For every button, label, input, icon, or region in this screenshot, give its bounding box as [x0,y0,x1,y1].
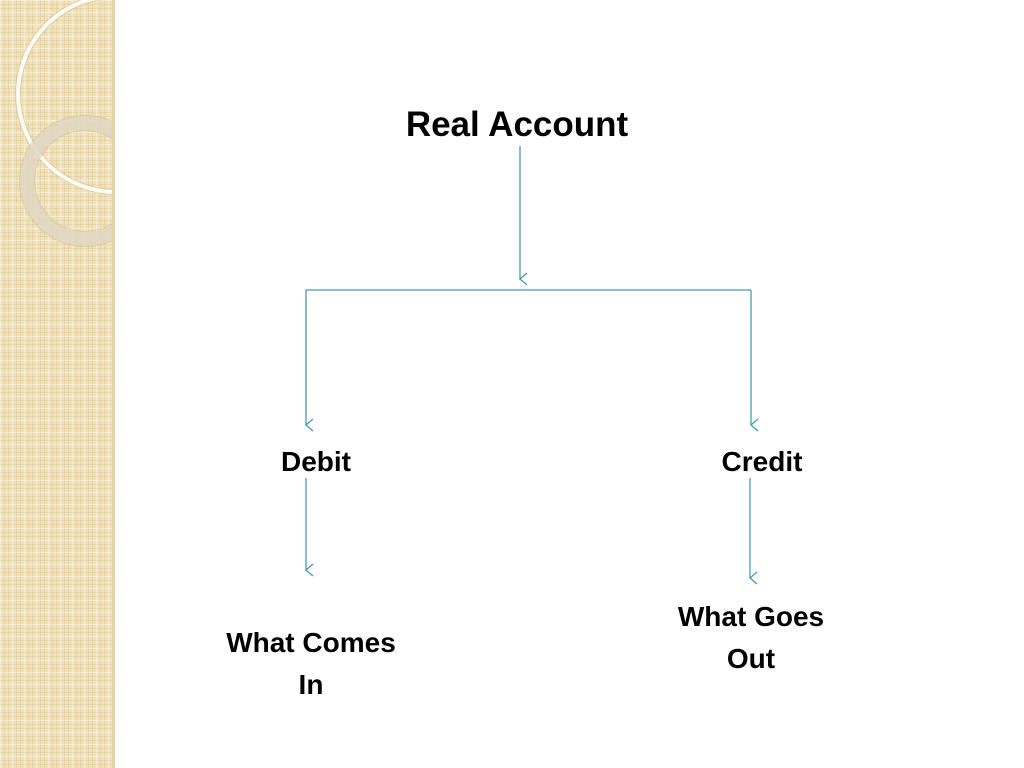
what-goes-out-line-1: What Goes [636,596,866,638]
what-comes-in-line-1: What Comes [186,622,436,664]
what-comes-in-line-2: In [186,664,436,706]
what-goes-out-line-2: Out [636,638,866,680]
credit-node: Credit [672,444,852,480]
debit-node: Debit [226,444,406,480]
what-goes-out-node: What Goes Out [636,596,866,680]
what-comes-in-node: What Comes In [186,622,436,706]
real-account-node: Real Account [370,103,664,148]
